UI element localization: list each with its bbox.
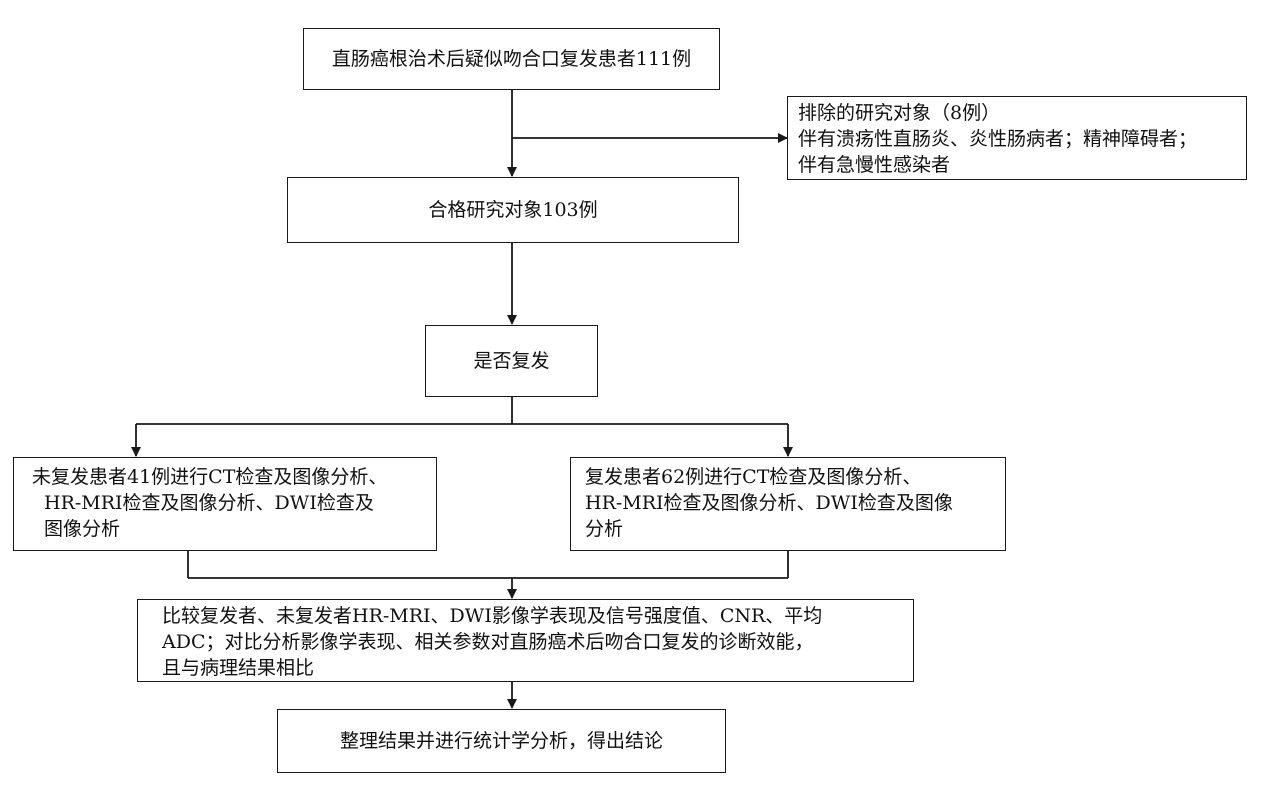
node-recurrence-line-1: 复发患者62例进行CT检查及图像分析、 [585,466,922,488]
node-decision-label: 是否复发 [473,350,550,372]
node-decision: 是否复发 [425,325,598,397]
node-excluded-line-2: 伴有溃疡性直肠炎、炎性肠病者；精神障碍者； [798,128,1198,150]
node-eligible-label: 合格研究对象103例 [428,199,598,221]
node-no-recurrence: 未复发患者41例进行CT检查及图像分析、 HR-MRI检查及图像分析、DWI检查… [13,457,437,551]
node-start: 直肠癌根治术后疑似吻合口复发患者111例 [303,28,720,90]
node-excluded-line-3: 伴有急慢性感染者 [798,154,951,176]
node-excluded: 排除的研究对象（8例） 伴有溃疡性直肠炎、炎性肠病者；精神障碍者； 伴有急慢性感… [787,96,1247,180]
node-no-recurrence-line-1: 未复发患者41例进行CT检查及图像分析、 [32,466,388,488]
node-conclusion-label: 整理结果并进行统计学分析，得出结论 [339,730,663,752]
node-compare-line-2: ADC；对比分析影像学表现、相关参数对直肠癌术后吻合口复发的诊断效能， [162,631,814,653]
node-eligible: 合格研究对象103例 [287,177,739,243]
node-excluded-line-1: 排除的研究对象（8例） [798,102,1001,124]
node-recurrence-line-2: HR-MRI检查及图像分析、DWI检查及图像 [585,492,953,514]
node-compare: 比较复发者、未复发者HR-MRI、DWI影像学表现及信号强度值、CNR、平均 A… [137,599,914,682]
node-recurrence-line-3: 分析 [585,518,624,540]
node-conclusion: 整理结果并进行统计学分析，得出结论 [277,709,726,773]
node-start-label: 直肠癌根治术后疑似吻合口复发患者111例 [331,48,692,70]
node-no-recurrence-line-3: 图像分析 [44,518,121,540]
node-recurrence: 复发患者62例进行CT检查及图像分析、 HR-MRI检查及图像分析、DWI检查及… [570,457,1006,551]
node-compare-line-1: 比较复发者、未复发者HR-MRI、DWI影像学表现及信号强度值、CNR、平均 [162,605,823,627]
node-no-recurrence-line-2: HR-MRI检查及图像分析、DWI检查及 [44,492,374,514]
node-compare-line-3: 且与病理结果相比 [162,657,315,679]
